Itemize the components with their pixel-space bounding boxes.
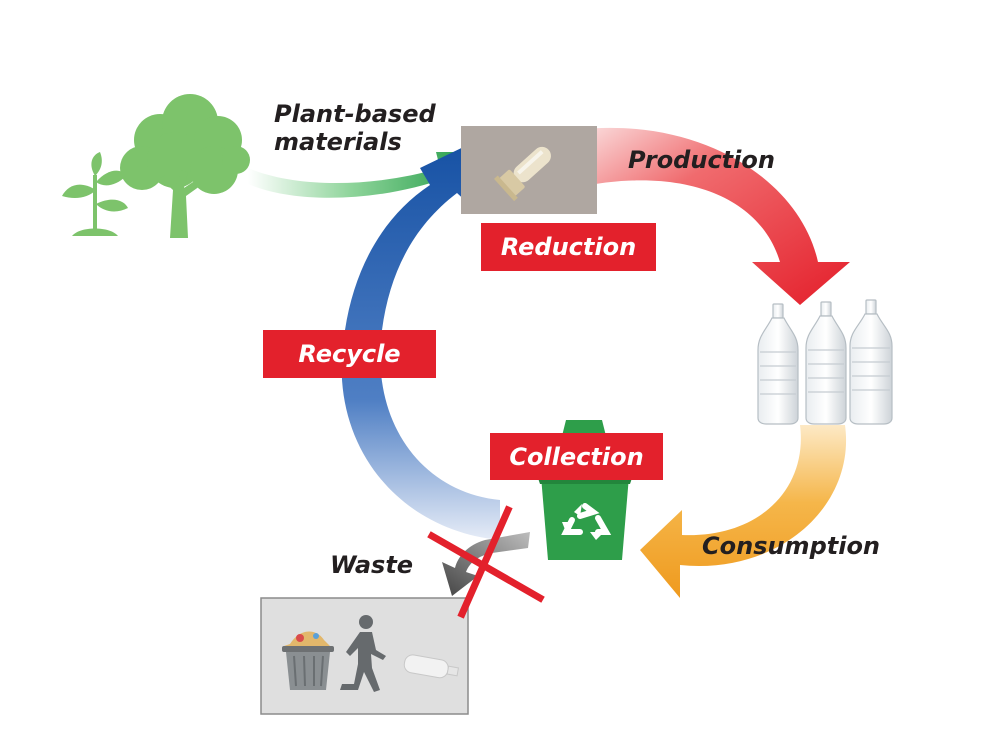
production-arrow [574, 127, 850, 306]
collection-label: Collection [490, 433, 663, 480]
tree-icon [120, 94, 250, 238]
plant-arrow [248, 152, 478, 198]
discarded-bottle-icon [403, 654, 460, 679]
waste-label: Waste [330, 551, 414, 579]
production-label: Production [628, 146, 775, 174]
cross-mark-icon [427, 505, 545, 619]
sprout-icon [62, 152, 128, 236]
preform-icon [461, 126, 597, 214]
reduction-label: Reduction [481, 223, 656, 271]
bottles-icon [757, 299, 893, 425]
consumption-label: Consumption [702, 532, 881, 560]
plant-based-label: Plant-based materials [274, 100, 436, 156]
waste-arrow [442, 532, 530, 596]
consumption-arrow [640, 425, 847, 598]
trash-can-icon [282, 631, 334, 690]
walking-person-icon [340, 615, 386, 692]
recycle-label: Recycle [263, 330, 436, 378]
recycle-arrow [341, 140, 500, 540]
